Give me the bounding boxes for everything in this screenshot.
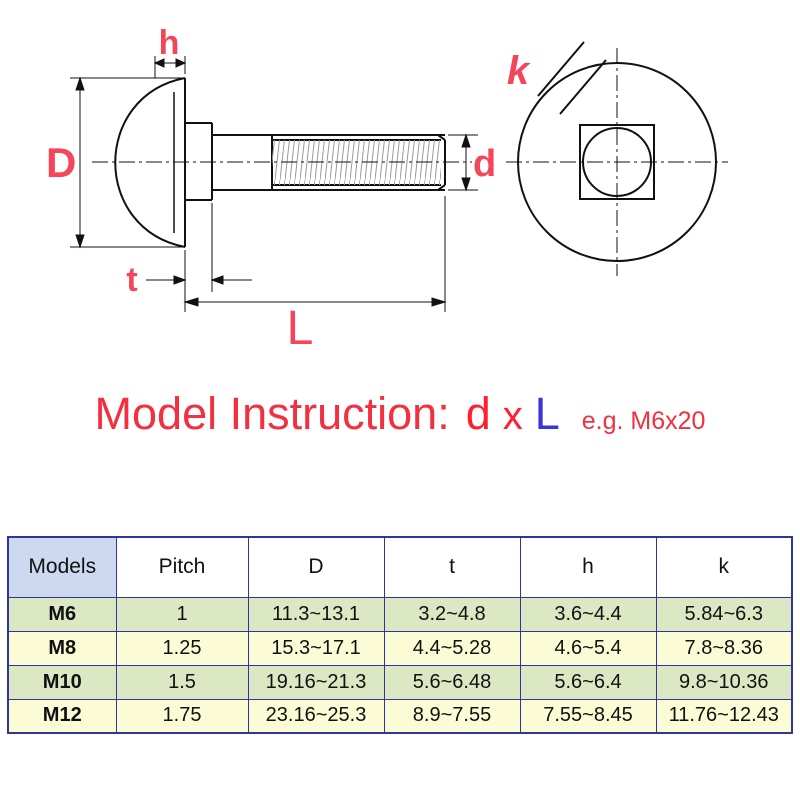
table-cell: 4.4~5.28 <box>383 630 521 666</box>
dimension-label-h: h <box>159 24 180 62</box>
table-cell: 9.8~10.36 <box>655 664 793 700</box>
dimension-label-L: L <box>287 302 314 355</box>
model-cell: M6 <box>7 596 117 632</box>
title-d-symbol: d <box>465 388 491 439</box>
model-cell: M10 <box>7 664 117 700</box>
model-cell: M8 <box>7 630 117 666</box>
table-cell: 15.3~17.1 <box>247 630 385 666</box>
table-cell: 11.3~13.1 <box>247 596 385 632</box>
table-cell: 7.55~8.45 <box>519 698 657 734</box>
table-header-row: Models Pitch D t h k <box>7 536 793 598</box>
table-cell: 4.6~5.4 <box>519 630 657 666</box>
model-instruction-title: Model Instruction: d x L e.g. M6x20 <box>0 388 800 440</box>
title-example-text: e.g. M6x20 <box>581 407 706 435</box>
table-row: M12 1.75 23.16~25.3 8.9~7.55 7.55~8.45 1… <box>7 698 793 734</box>
dimension-lines <box>70 56 478 312</box>
table-cell: 1.5 <box>115 664 249 700</box>
table-row: M10 1.5 19.16~21.3 5.6~6.48 5.6~6.4 9.8~… <box>7 664 793 700</box>
bolt-head-dome <box>114 77 186 248</box>
header-D: D <box>247 536 385 598</box>
table-cell: 1 <box>115 596 249 632</box>
table-cell: 11.76~12.43 <box>655 698 793 734</box>
table-row: M8 1.25 15.3~17.1 4.4~5.28 4.6~5.4 7.8~8… <box>7 630 793 666</box>
header-models: Models <box>7 536 117 598</box>
dimension-label-k: k <box>507 49 531 93</box>
dimension-label-t: t <box>126 261 137 299</box>
table-row: M6 1 11.3~13.1 3.2~4.8 3.6~4.4 5.84~6.3 <box>7 596 793 632</box>
header-h: h <box>519 536 657 598</box>
table-cell: 5.84~6.3 <box>655 596 793 632</box>
table-cell: 1.75 <box>115 698 249 734</box>
dimension-label-D: D <box>46 139 76 186</box>
model-cell: M12 <box>7 698 117 734</box>
dimension-label-d: d <box>473 143 496 185</box>
table-cell: 19.16~21.3 <box>247 664 385 700</box>
table-cell: 3.2~4.8 <box>383 596 521 632</box>
header-t: t <box>383 536 521 598</box>
header-k: k <box>655 536 793 598</box>
header-pitch: Pitch <box>115 536 249 598</box>
table-cell: 8.9~7.55 <box>383 698 521 734</box>
table-cell: 23.16~25.3 <box>247 698 385 734</box>
table-cell: 1.25 <box>115 630 249 666</box>
front-centerlines <box>506 48 728 276</box>
spec-table: Models Pitch D t h k M6 1 11.3~13.1 3.2~… <box>7 536 793 734</box>
table-cell: 5.6~6.4 <box>519 664 657 700</box>
bolt-technical-drawing: D h t L d k <box>46 24 728 355</box>
title-main-text: Model Instruction: <box>94 388 450 439</box>
table-cell: 5.6~6.48 <box>383 664 521 700</box>
title-L-symbol: L <box>534 388 560 439</box>
title-x-symbol: x <box>502 394 523 438</box>
table-cell: 3.6~4.4 <box>519 596 657 632</box>
table-cell: 7.8~8.36 <box>655 630 793 666</box>
